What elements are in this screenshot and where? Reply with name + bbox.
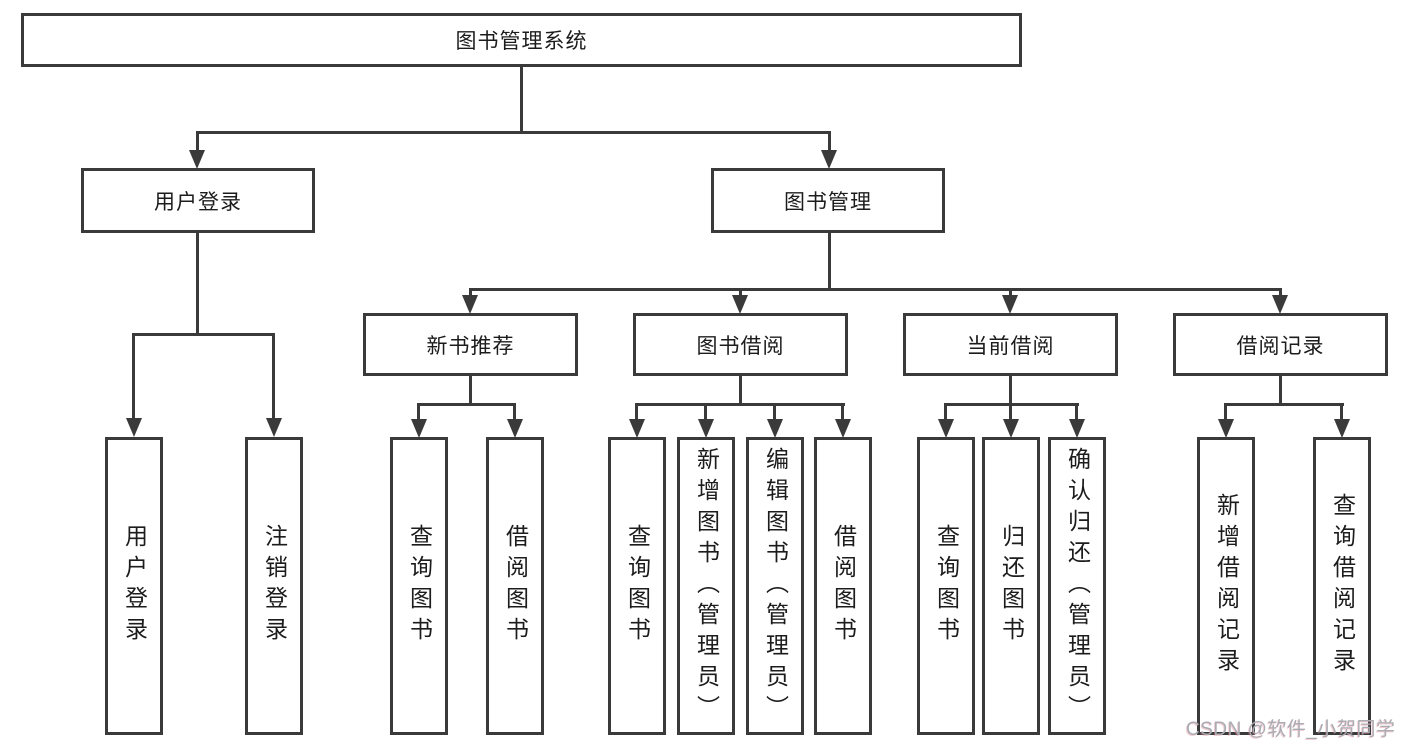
connector-line	[635, 403, 638, 421]
leaf-borrow-query: 查询图书	[608, 437, 666, 735]
leaf-borrow-query-label: 查询图书	[624, 524, 651, 648]
connector-line	[773, 403, 776, 421]
node-book-mgmt: 图书管理	[711, 168, 945, 233]
leaf-confirm-return-admin-label: 确认归还（管理员）	[1064, 446, 1091, 726]
arrow-down-icon	[698, 419, 714, 438]
node-book-mgmt-label: 图书管理	[784, 190, 872, 214]
node-borrow-records: 借阅记录	[1173, 313, 1388, 376]
connector-line	[1279, 288, 1282, 298]
connector-line	[828, 131, 831, 152]
connector-line	[132, 333, 275, 336]
node-user-login: 用户登录	[81, 168, 315, 233]
connector-line	[1075, 403, 1078, 421]
connector-line	[944, 403, 947, 421]
connector-line	[704, 403, 707, 421]
arrow-down-icon	[189, 150, 205, 169]
leaf-add-record: 新增借阅记录	[1197, 437, 1255, 735]
connector-line	[841, 403, 844, 421]
connector-line	[1009, 374, 1012, 406]
leaf-current-query-label: 查询图书	[933, 524, 960, 648]
node-new-books: 新书推荐	[363, 313, 578, 376]
leaf-borrow-edit-admin: 编辑图书（管理员）	[746, 437, 804, 735]
arrow-down-icon	[1272, 295, 1288, 314]
connector-line	[635, 403, 845, 406]
leaf-borrow-add-admin-label: 新增图书（管理员）	[693, 446, 720, 726]
leaf-query-record: 查询借阅记录	[1313, 437, 1371, 735]
leaf-borrow-book: 借阅图书	[814, 437, 872, 735]
leaf-logout-label: 注销登录	[261, 524, 288, 648]
leaf-newbooks-query-label: 查询图书	[406, 524, 433, 648]
leaf-current-query: 查询图书	[917, 437, 975, 735]
leaf-newbooks-borrow-label: 借阅图书	[502, 524, 529, 648]
arrow-down-icon	[835, 419, 851, 438]
connector-line	[469, 288, 472, 298]
leaf-borrow-add-admin: 新增图书（管理员）	[677, 437, 735, 735]
arrow-down-icon	[126, 418, 142, 437]
leaf-borrow-edit-admin-label: 编辑图书（管理员）	[762, 446, 789, 726]
connector-line	[520, 67, 523, 133]
leaf-newbooks-borrow: 借阅图书	[486, 437, 544, 735]
arrow-down-icon	[767, 419, 783, 438]
connector-line	[1009, 403, 1012, 421]
leaf-return-book-label: 归还图书	[998, 524, 1025, 648]
leaf-return-book: 归还图书	[982, 437, 1040, 735]
connector-line	[1279, 374, 1282, 406]
leaf-logout: 注销登录	[245, 437, 303, 735]
arrow-down-icon	[1003, 419, 1019, 438]
connector-line	[196, 131, 199, 152]
leaf-user-login: 用户登录	[105, 437, 163, 735]
connector-line	[196, 131, 831, 134]
connector-line	[513, 403, 516, 421]
connector-line	[828, 231, 831, 291]
arrow-down-icon	[266, 418, 282, 437]
csdn-watermark: CSDN @软件_小贺同学	[1186, 719, 1396, 740]
arrow-down-icon	[1218, 419, 1234, 438]
arrow-down-icon	[411, 419, 427, 438]
node-current-borrow: 当前借阅	[903, 313, 1118, 376]
leaf-borrow-book-label: 借阅图书	[830, 524, 857, 648]
leaf-confirm-return-admin: 确认归还（管理员）	[1048, 437, 1106, 735]
connector-line	[739, 374, 742, 406]
connector-line	[469, 374, 472, 406]
leaf-query-record-label: 查询借阅记录	[1329, 493, 1356, 679]
arrow-down-icon	[462, 295, 478, 314]
connector-line	[417, 403, 516, 406]
connector-line	[469, 288, 1282, 291]
connector-line	[1009, 288, 1012, 298]
node-new-books-label: 新书推荐	[426, 334, 515, 358]
connector-line	[196, 231, 199, 335]
node-borrow-records-label: 借阅记录	[1236, 334, 1325, 358]
node-current-borrow-label: 当前借阅	[966, 334, 1055, 358]
arrow-down-icon	[1002, 295, 1018, 314]
connector-line	[272, 333, 275, 420]
leaf-newbooks-query: 查询图书	[390, 437, 448, 735]
node-book-borrow-label: 图书借阅	[696, 334, 785, 358]
arrow-down-icon	[821, 150, 837, 169]
arrow-down-icon	[938, 419, 954, 438]
arrow-down-icon	[732, 295, 748, 314]
arrow-down-icon	[1334, 419, 1350, 438]
node-book-borrow: 图书借阅	[633, 313, 848, 376]
node-root: 图书管理系统	[21, 13, 1022, 67]
node-root-label: 图书管理系统	[455, 30, 588, 53]
connector-line	[132, 333, 135, 420]
connector-line	[739, 288, 742, 298]
connector-line	[1224, 403, 1344, 406]
node-user-login-label: 用户登录	[154, 190, 242, 214]
arrow-down-icon	[1069, 419, 1085, 438]
connector-line	[1340, 403, 1343, 421]
leaf-add-record-label: 新增借阅记录	[1213, 493, 1240, 679]
arrow-down-icon	[507, 419, 523, 438]
connector-line	[1224, 403, 1227, 421]
arrow-down-icon	[629, 419, 645, 438]
connector-line	[417, 403, 420, 421]
leaf-user-login-label: 用户登录	[121, 524, 148, 648]
